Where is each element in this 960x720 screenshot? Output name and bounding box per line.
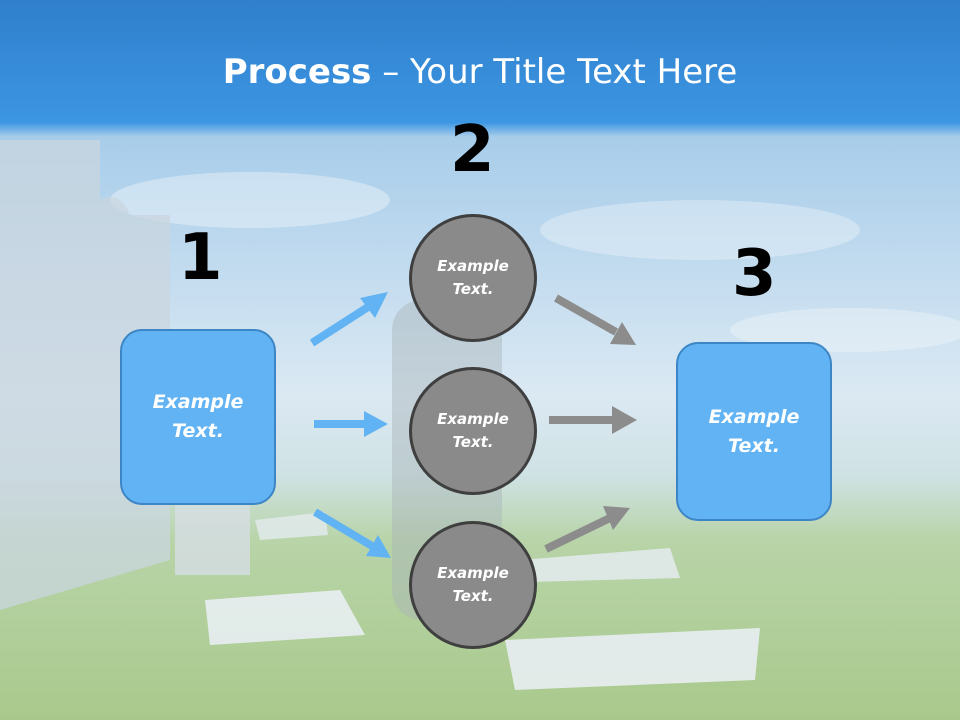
circle-middle: Example Text.	[409, 367, 537, 495]
circle-top-text: Example Text.	[437, 257, 509, 298]
step-number-1: 1	[178, 221, 223, 295]
step-number-3: 3	[732, 237, 777, 311]
circle-bottom: Example Text.	[409, 521, 537, 649]
title-bold: Process	[222, 52, 372, 92]
step-number-2: 2	[450, 113, 495, 187]
step-3-box: Example Text.	[676, 342, 832, 521]
title-rest: – Your Title Text Here	[371, 52, 738, 92]
step-3-text: Example Text.	[708, 405, 800, 457]
step-1-text: Example Text.	[152, 391, 244, 442]
circle-bottom-text: Example Text.	[437, 564, 509, 605]
circle-top: Example Text.	[409, 214, 537, 342]
circle-middle-text: Example Text.	[437, 410, 509, 451]
slide-title: Process – Your Title Text Here	[0, 52, 960, 92]
step-1-box: Example Text.	[120, 329, 276, 505]
